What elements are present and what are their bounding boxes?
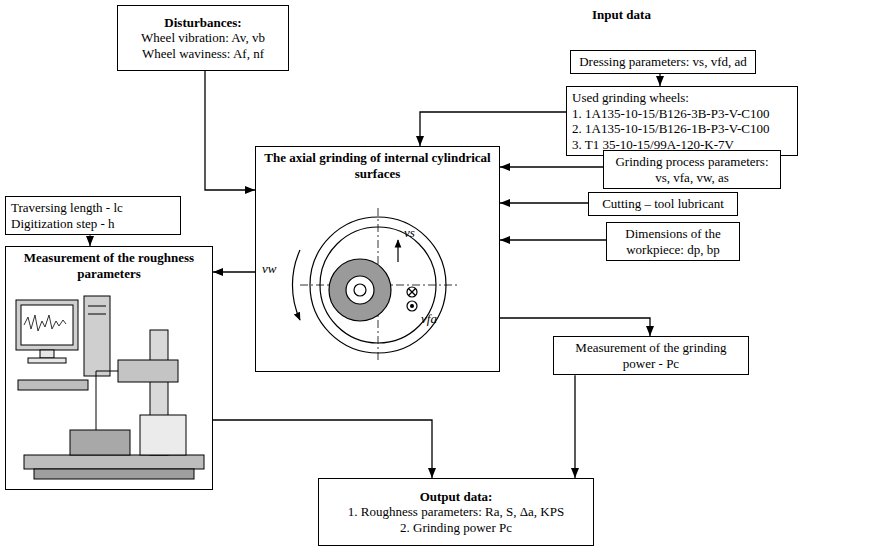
grinding-illustration-part: [310, 217, 446, 353]
box-heading: Measurement of the roughness parameters: [11, 250, 207, 281]
grinding-illustration-part: [354, 284, 366, 296]
section-label: Input data: [592, 8, 651, 22]
profilometer-illustration-part: [24, 315, 66, 331]
grinding-illustration: [292, 208, 460, 362]
input-box: Cutting – tool lubricant: [588, 192, 738, 216]
profilometer-illustration-part: [70, 430, 130, 455]
flow-arrow: [500, 202, 588, 203]
box-text: Measurement of the grinding power - Pc: [559, 340, 743, 371]
box-text: Dimensions of the workpiece: dp, bp: [612, 226, 734, 257]
profilometer-illustration-part: [24, 455, 204, 469]
box-heading: The axial grinding of internal cylindric…: [261, 150, 494, 181]
box-text: Wheel waviness: Af, nf: [123, 46, 283, 62]
grinding-illustration-part: [407, 301, 417, 311]
measurement-box: Measurement of the roughness parameters: [5, 246, 213, 490]
box-text: Grinding process parameters: vs, vfa, vw…: [609, 154, 775, 185]
flow-arrow: [500, 166, 603, 167]
box-text: Traversing length - lc: [11, 200, 175, 216]
grinding-illustration-part: [292, 250, 300, 320]
profilometer-illustration-part: [40, 350, 54, 358]
box-text: 1. 1A135-10-15/B126-3B-P3-V-C100: [572, 106, 792, 122]
input-box: Dimensions of the workpiece: dp, bp: [606, 222, 740, 261]
profilometer-illustration: [16, 296, 204, 479]
box-text: Wheel vibration: Av, vb: [123, 30, 283, 46]
flow-arrow: [659, 74, 660, 86]
box-text: Cutting – tool lubricant: [594, 196, 732, 212]
box-heading: Output data:: [324, 489, 588, 505]
profilometer-illustration-part: [34, 469, 194, 479]
velocity-label: vw: [262, 262, 276, 276]
grinding-illustration-part: [409, 289, 416, 296]
box-text: 1. Roughness parameters: Ra, S, Δa, KPS: [324, 504, 588, 520]
grinding-illustration-part: [397, 240, 398, 262]
profilometer-illustration-part: [28, 358, 66, 363]
profilometer-illustration-part: [88, 306, 106, 307]
profilometer-illustration-part: [96, 371, 118, 372]
velocity-label: vs: [404, 226, 415, 240]
output-box: Output data:1. Roughness parameters: Ra,…: [318, 478, 594, 546]
box-text: 2. Grinding power Pc: [324, 520, 588, 536]
box-text: 2. 1A135-10-15/B126-1B-P3-V-C100: [572, 121, 792, 137]
flow-arrow: [420, 112, 566, 146]
profilometer-illustration-part: [96, 371, 97, 430]
box-text: Digitization step - h: [11, 216, 175, 232]
grinding-illustration-part: [329, 259, 391, 321]
profilometer-illustration-part: [118, 360, 178, 382]
grinding-illustration-part: [411, 305, 414, 308]
flow-arrow: [213, 420, 432, 478]
flow-arrow: [89, 235, 90, 246]
flow-arrow: [213, 271, 255, 272]
flow-arrow: [500, 239, 606, 240]
profilometer-illustration-part: [88, 314, 106, 315]
profilometer-illustration-part: [140, 415, 186, 455]
profilometer-illustration-part: [21, 305, 73, 345]
grinding-illustration-part: [409, 289, 416, 296]
flow-arrow: [500, 318, 650, 336]
box-heading: Disturbances:: [123, 15, 283, 31]
input-box: Dressing parameters: vs, vfd, ad: [570, 50, 756, 74]
wheels-box: Used grinding wheels:1. 1A135-10-15/B126…: [566, 86, 798, 156]
flow-arrow: [574, 375, 575, 478]
disturbances-box: Disturbances:Wheel vibration: Av, vbWhee…: [117, 5, 289, 71]
process-box: The axial grinding of internal cylindric…: [255, 146, 500, 372]
grinding-illustration-part: [407, 287, 417, 297]
grinding-illustration-part: [320, 227, 436, 343]
profilometer-illustration-part: [84, 296, 110, 376]
grinding-illustration-part: [346, 276, 374, 304]
box-text: Dressing parameters: vs, vfd, ad: [576, 54, 750, 70]
flow-arrow: [205, 71, 255, 190]
profilometer-illustration-part: [18, 380, 88, 390]
velocity-label: vfa: [421, 312, 437, 326]
profilometer-illustration-part: [16, 300, 78, 350]
measurement-box: Measurement of the grinding power - Pc: [553, 336, 749, 375]
settings-box: Traversing length - lcDigitization step …: [5, 196, 181, 235]
box-text: Used grinding wheels:: [572, 90, 792, 106]
input-box: Grinding process parameters: vs, vfa, vw…: [603, 150, 781, 189]
